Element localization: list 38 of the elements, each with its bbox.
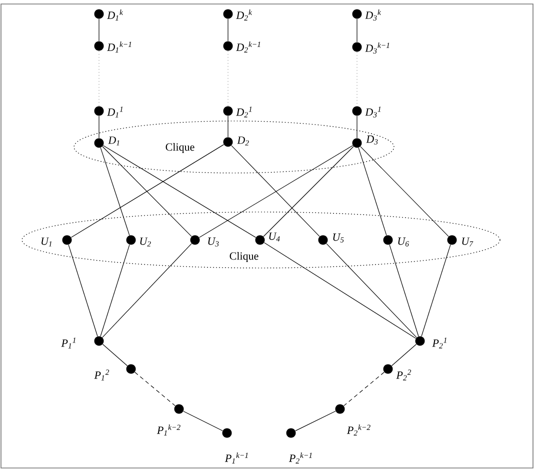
edge-line	[134, 372, 176, 406]
group-label: Clique	[166, 143, 194, 153]
edge-line	[356, 116, 358, 138]
node-label: U$_{3}$	[208, 238, 219, 246]
node-label: D$_{1}$	[108, 136, 120, 146]
node-label: D$_{3}$	[366, 136, 378, 144]
node-label: D$_{2}$	[237, 136, 249, 146]
node-label: U$_{4}$	[269, 232, 280, 242]
node-label: U$_{2}$	[140, 238, 151, 246]
edge-line	[100, 147, 130, 236]
edge-line	[102, 146, 192, 237]
node-label: U$_{7}$	[462, 238, 474, 246]
edge-line	[231, 145, 320, 237]
edge-line	[391, 344, 417, 366]
edge-line	[358, 147, 387, 236]
edge-line	[360, 146, 449, 237]
edge-line	[389, 244, 419, 337]
group-label: Clique	[230, 252, 258, 262]
edge-line	[263, 146, 354, 237]
edge-line	[356, 18, 358, 42]
edge-line	[68, 244, 98, 337]
edge-line	[70, 144, 224, 238]
edge-line	[183, 410, 223, 432]
edge-line	[98, 18, 100, 42]
edge-line	[421, 244, 451, 337]
edge-line	[98, 116, 100, 138]
edge-line	[102, 145, 256, 238]
node-label: U$_{5}$	[333, 234, 344, 242]
edge-line	[102, 243, 192, 338]
edge-line	[264, 242, 416, 339]
node-label: U$_{1}$	[42, 238, 52, 246]
edge-line	[198, 145, 354, 238]
node-label: U$_{6}$	[398, 238, 409, 246]
edge-line	[100, 244, 130, 337]
edge-line	[344, 372, 384, 406]
edge-line	[102, 344, 128, 366]
edge-line	[326, 243, 417, 338]
edge-line	[295, 410, 336, 432]
